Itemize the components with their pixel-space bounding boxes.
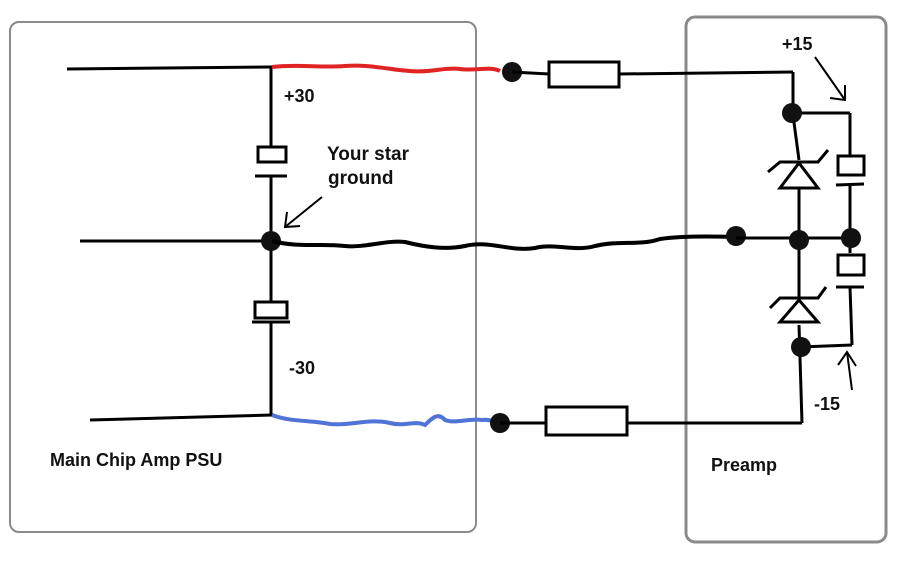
label-minus-15: -15 xyxy=(814,394,841,414)
upper-resistor xyxy=(511,60,794,89)
preamp-plus-node xyxy=(782,103,802,123)
preamp-cap-ground-node xyxy=(841,228,861,248)
preamp-box xyxy=(684,15,888,544)
lower-preamp-capacitor xyxy=(836,253,866,289)
star-ground-arrow xyxy=(283,196,323,229)
psu-rails xyxy=(66,65,273,422)
preamp-minus-node xyxy=(791,337,811,357)
label-minus-30: -30 xyxy=(289,358,316,378)
label-plus-30: +30 xyxy=(284,86,315,106)
label-plus-15: +15 xyxy=(782,34,813,54)
psu-box xyxy=(9,21,477,533)
upper-capacitor xyxy=(255,145,288,178)
upper-zener-diode xyxy=(767,149,830,190)
preamp-ground-node xyxy=(789,230,809,250)
ground-terminal-dot xyxy=(726,226,746,246)
plus15-arrow xyxy=(814,56,846,102)
minus15-arrow xyxy=(837,350,857,391)
label-star-ground-2: ground xyxy=(328,168,394,189)
lower-zener-diode xyxy=(768,286,828,324)
positive-rail-wire xyxy=(271,63,501,74)
lower-capacitor xyxy=(252,300,290,324)
upper-preamp-capacitor xyxy=(835,154,866,187)
label-star-ground-1: Your star xyxy=(327,144,410,165)
negative-rail-wire xyxy=(271,413,501,428)
star-ground-node xyxy=(261,231,281,251)
ground-wire xyxy=(271,234,736,251)
preamp-title: Preamp xyxy=(711,455,778,475)
psu-title: Main Chip Amp PSU xyxy=(50,450,223,470)
lower-resistor xyxy=(500,405,802,437)
